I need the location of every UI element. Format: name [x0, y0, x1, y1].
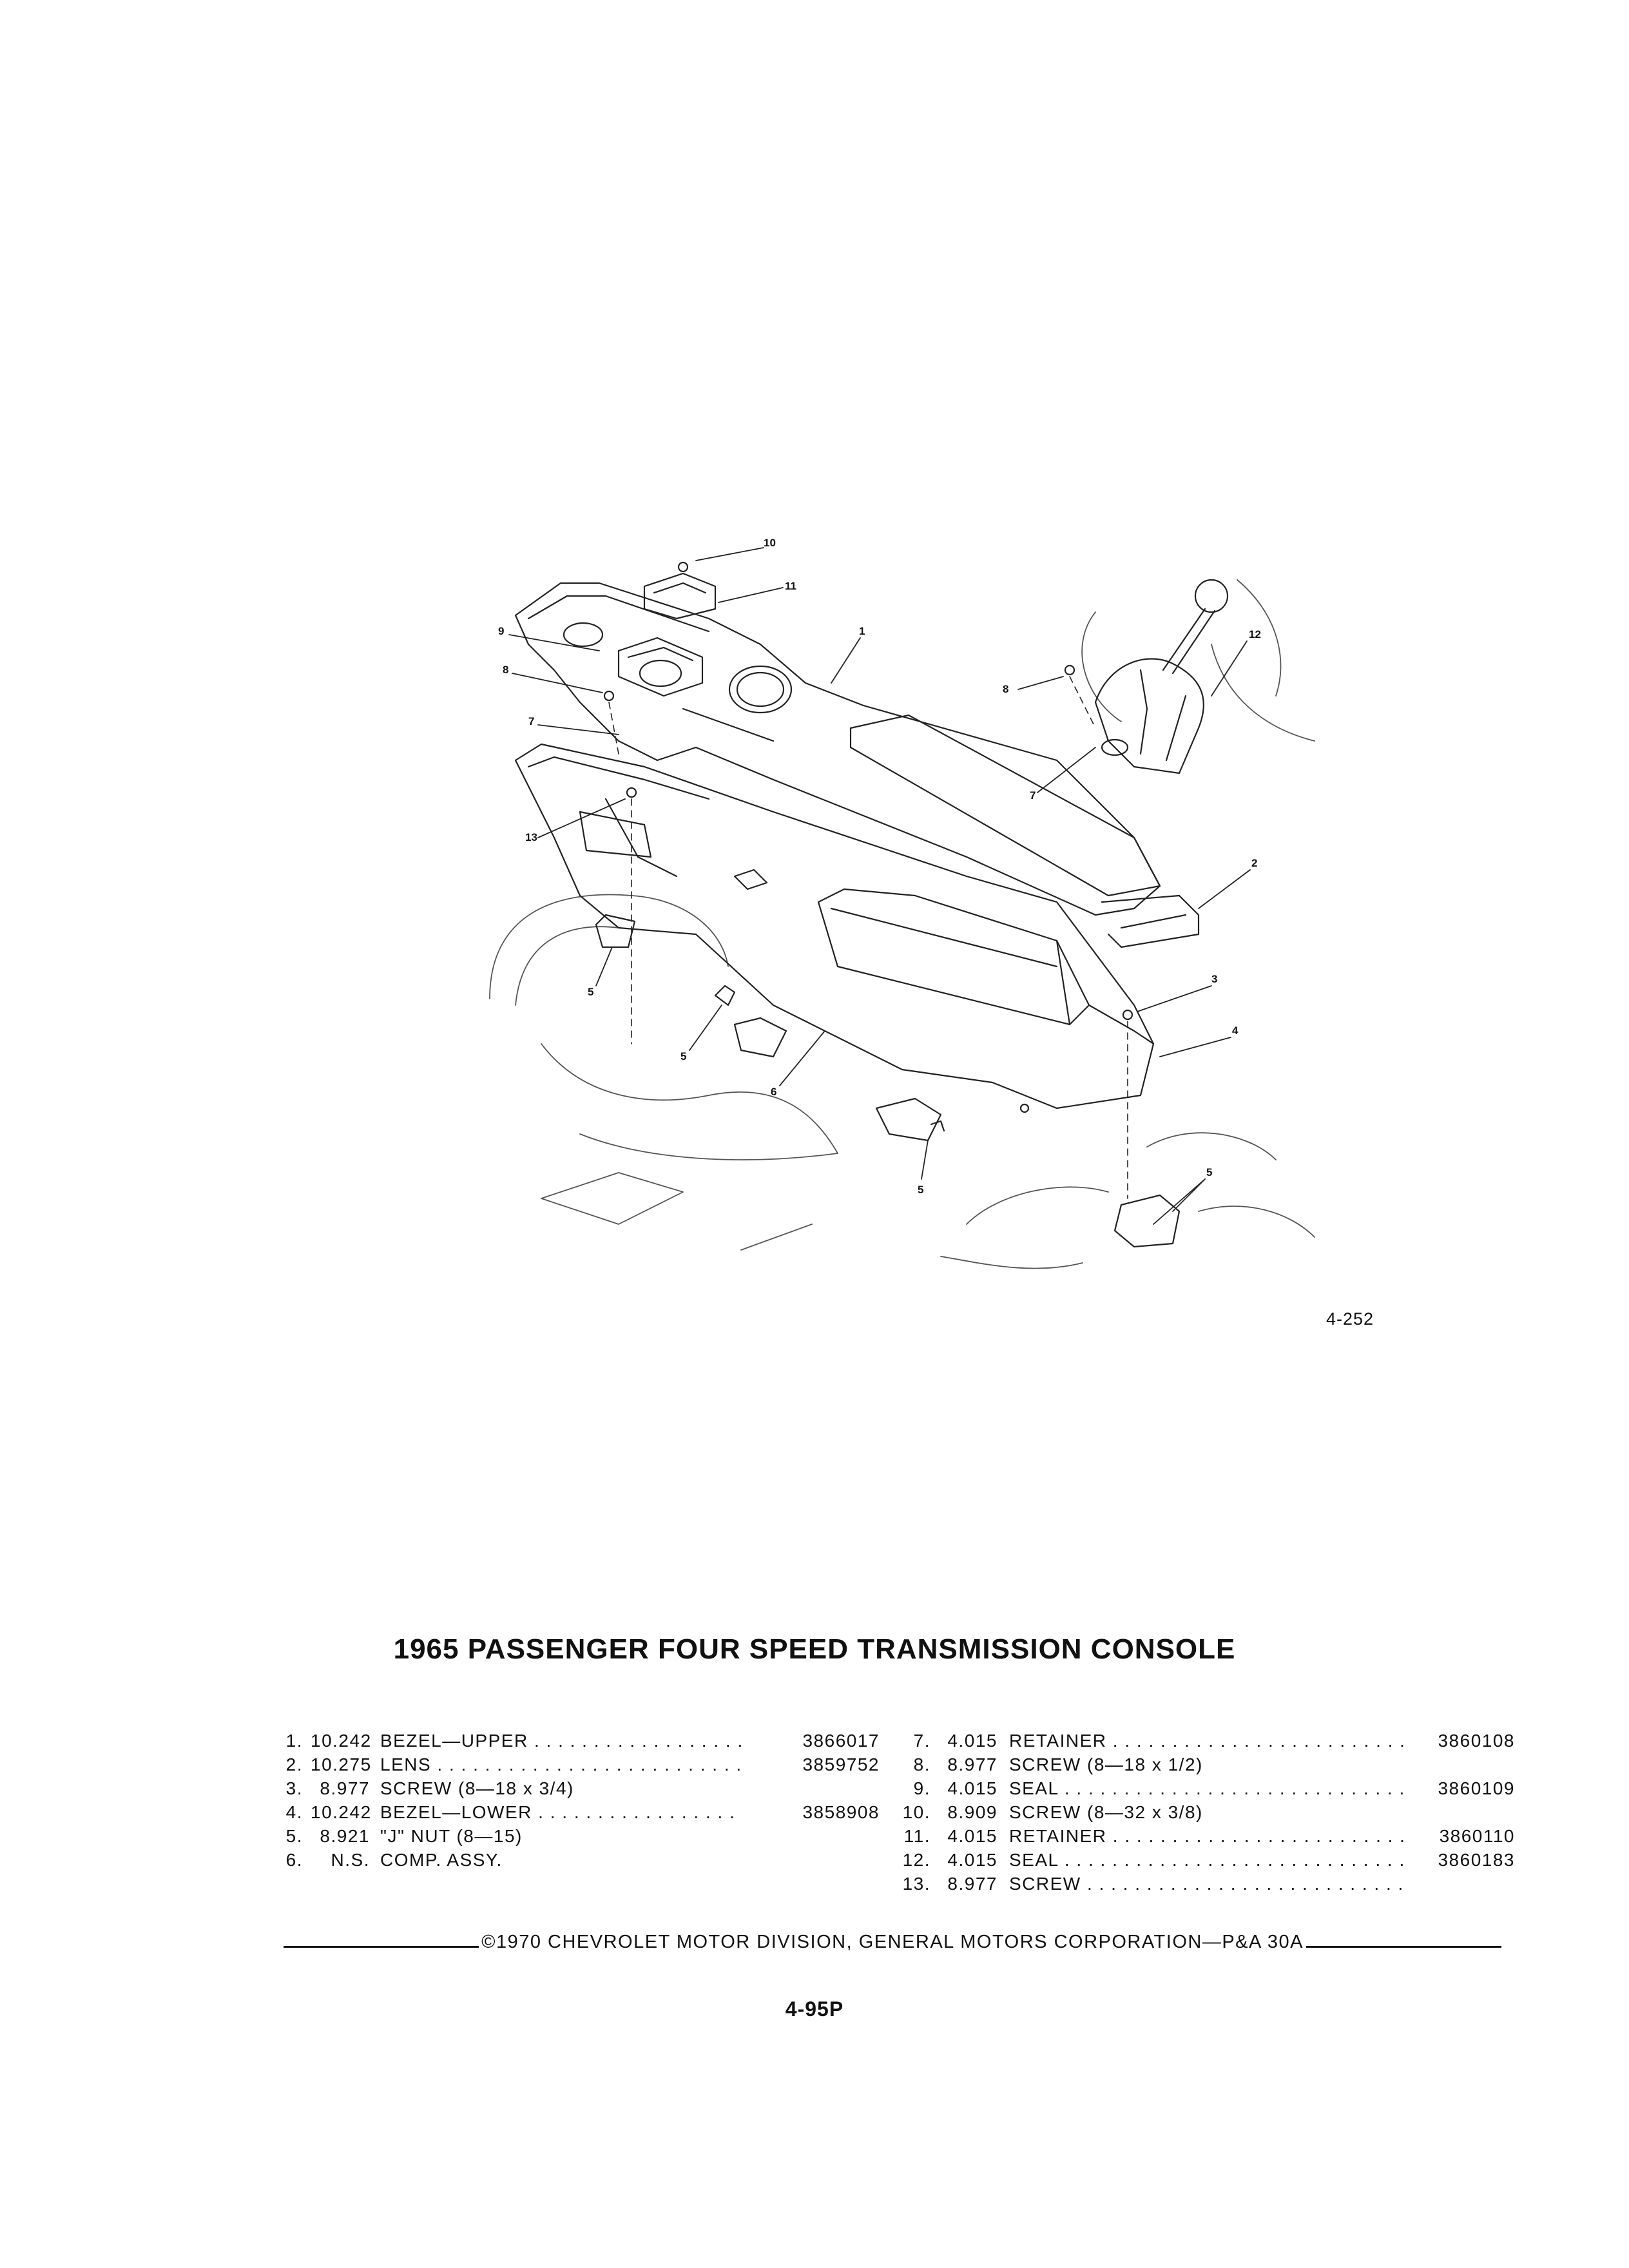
callout-5-d: 5	[1206, 1166, 1212, 1178]
part-description: BEZEL—LOWER . . . . . . . . . . . . . . …	[380, 1802, 741, 1822]
parts-row: 1. 10.242 BEZEL—UPPER . . . . . . . . . …	[284, 1729, 880, 1753]
parts-row: 2. 10.275 LENS . . . . . . . . . . . . .…	[284, 1753, 880, 1776]
parts-row: 4. 10.242 BEZEL—LOWER . . . . . . . . . …	[284, 1800, 880, 1824]
callout-13: 13	[525, 831, 537, 843]
figure-number: 4-252	[1326, 1309, 1374, 1329]
group-number: 8.977	[320, 1778, 370, 1798]
page-number: 4-95P	[785, 1997, 844, 2021]
part-description: SEAL . . . . . . . . . . . . . . . . . .…	[1009, 1778, 1409, 1798]
parts-list-left: 1. 10.242 BEZEL—UPPER . . . . . . . . . …	[284, 1729, 880, 1872]
footer-rule-right	[1306, 1946, 1502, 1948]
part-number: 3858908	[802, 1802, 880, 1822]
item-number: 11.	[903, 1826, 930, 1846]
item-number: 3.	[285, 1778, 303, 1798]
retainer-part	[617, 572, 717, 697]
group-number: 10.242	[311, 1731, 372, 1751]
callout-11: 11	[785, 580, 796, 592]
group-number: 8.977	[947, 1754, 998, 1774]
parts-row: 9. 4.015 SEAL . . . . . . . . . . . . . …	[900, 1776, 1515, 1800]
exploded-view-drawing: 10 11 1 12 8 7 2 3 4 9 8 7 13 5 5 6 5 5	[489, 537, 1315, 1269]
item-number: 8.	[913, 1754, 930, 1774]
parts-row: 12. 4.015 SEAL . . . . . . . . . . . . .…	[900, 1848, 1515, 1872]
item-number: 13.	[902, 1874, 930, 1894]
page-title: 1965 PASSENGER FOUR SPEED TRANSMISSION C…	[393, 1633, 1236, 1665]
upper-bezel	[514, 582, 1161, 916]
parts-row: 3. 8.977 SCREW (8—18 x 3/4)	[284, 1776, 880, 1800]
parts-row: 7. 4.015 RETAINER . . . . . . . . . . . …	[900, 1729, 1515, 1753]
callout-5-a: 5	[588, 986, 593, 998]
callout-1: 1	[859, 625, 865, 637]
shift-boot	[1094, 579, 1229, 774]
part-description: BEZEL—UPPER . . . . . . . . . . . . . . …	[380, 1731, 741, 1751]
part-number: 3860109	[1438, 1778, 1515, 1798]
callout-6: 6	[771, 1086, 776, 1098]
part-description: SCREW (8—32 x 3/8)	[1009, 1802, 1203, 1822]
lens-part	[1101, 894, 1200, 948]
part-number: 3866017	[802, 1731, 880, 1751]
callout-5-b: 5	[680, 1050, 686, 1062]
item-number: 9.	[913, 1778, 930, 1798]
group-number: 8.977	[947, 1874, 998, 1894]
parts-row: 6. N.S. COMP. ASSY.	[284, 1848, 880, 1872]
callout-8-left: 8	[503, 664, 508, 676]
part-description: RETAINER . . . . . . . . . . . . . . . .…	[1009, 1826, 1409, 1846]
part-description: "J" NUT (8—15)	[380, 1826, 523, 1846]
item-number: 12.	[902, 1850, 930, 1870]
group-number: 10.242	[311, 1802, 372, 1822]
leader-lines	[508, 547, 1251, 1225]
parts-row: 11. 4.015 RETAINER . . . . . . . . . . .…	[900, 1824, 1515, 1848]
part-number: 3860108	[1438, 1731, 1515, 1751]
group-number: N.S.	[331, 1850, 370, 1870]
group-number: 4.015	[947, 1826, 998, 1846]
parts-row: 8. 8.977 SCREW (8—18 x 1/2)	[900, 1753, 1515, 1776]
part-number: 3859752	[802, 1754, 880, 1774]
j-nut-parts	[595, 914, 1181, 1248]
item-number: 10.	[902, 1802, 930, 1822]
part-description: SCREW (8—18 x 1/2)	[1009, 1754, 1203, 1774]
part-description: SEAL . . . . . . . . . . . . . . . . . .…	[1009, 1850, 1409, 1870]
callout-5-c: 5	[918, 1184, 923, 1196]
part-description: SCREW (8—18 x 3/4)	[380, 1778, 574, 1798]
callout-4: 4	[1232, 1024, 1239, 1037]
callout-10: 10	[764, 537, 776, 549]
item-number: 5.	[285, 1826, 303, 1846]
item-number: 7.	[913, 1731, 930, 1751]
callout-2: 2	[1251, 857, 1257, 869]
parts-list-right: 7. 4.015 RETAINER . . . . . . . . . . . …	[900, 1729, 1515, 1896]
callout-7-left: 7	[528, 715, 534, 727]
copyright-footer: ©1970 CHEVROLET MOTOR DIVISION, GENERAL …	[284, 1932, 1502, 1953]
group-number: 10.275	[311, 1754, 372, 1774]
part-number: 3860110	[1439, 1826, 1515, 1846]
group-number: 4.015	[947, 1731, 998, 1751]
part-number: 3860183	[1438, 1850, 1515, 1870]
part-description: COMP. ASSY.	[380, 1850, 503, 1870]
lower-bezel	[514, 743, 1155, 1110]
group-number: 4.015	[947, 1850, 998, 1870]
item-number: 4.	[285, 1802, 303, 1822]
copyright-text: ©1970 CHEVROLET MOTOR DIVISION, GENERAL …	[481, 1932, 1304, 1952]
parts-row: 10. 8.909 SCREW (8—32 x 3/8)	[900, 1800, 1515, 1824]
item-number: 6.	[285, 1850, 303, 1870]
group-number: 4.015	[947, 1778, 998, 1798]
alignment-lines	[608, 676, 1128, 1199]
screw-parts	[603, 561, 1133, 1113]
part-description: SCREW . . . . . . . . . . . . . . . . . …	[1009, 1874, 1409, 1894]
footer-rule-left	[284, 1946, 479, 1948]
group-number: 8.921	[320, 1826, 370, 1846]
callout-3: 3	[1211, 973, 1217, 985]
item-number: 2.	[285, 1754, 303, 1774]
callout-9: 9	[498, 625, 504, 637]
parts-row: 13. 8.977 SCREW . . . . . . . . . . . . …	[900, 1872, 1515, 1896]
parts-row: 5. 8.921 "J" NUT (8—15)	[284, 1824, 880, 1848]
part-description: RETAINER . . . . . . . . . . . . . . . .…	[1009, 1731, 1409, 1751]
callout-8-right: 8	[1003, 683, 1008, 695]
item-number: 1.	[285, 1731, 303, 1751]
part-description: LENS . . . . . . . . . . . . . . . . . .…	[380, 1754, 741, 1774]
callout-12: 12	[1249, 628, 1261, 640]
callout-7-right: 7	[1030, 789, 1036, 802]
group-number: 8.909	[947, 1802, 998, 1822]
floor-outline	[489, 579, 1315, 1269]
